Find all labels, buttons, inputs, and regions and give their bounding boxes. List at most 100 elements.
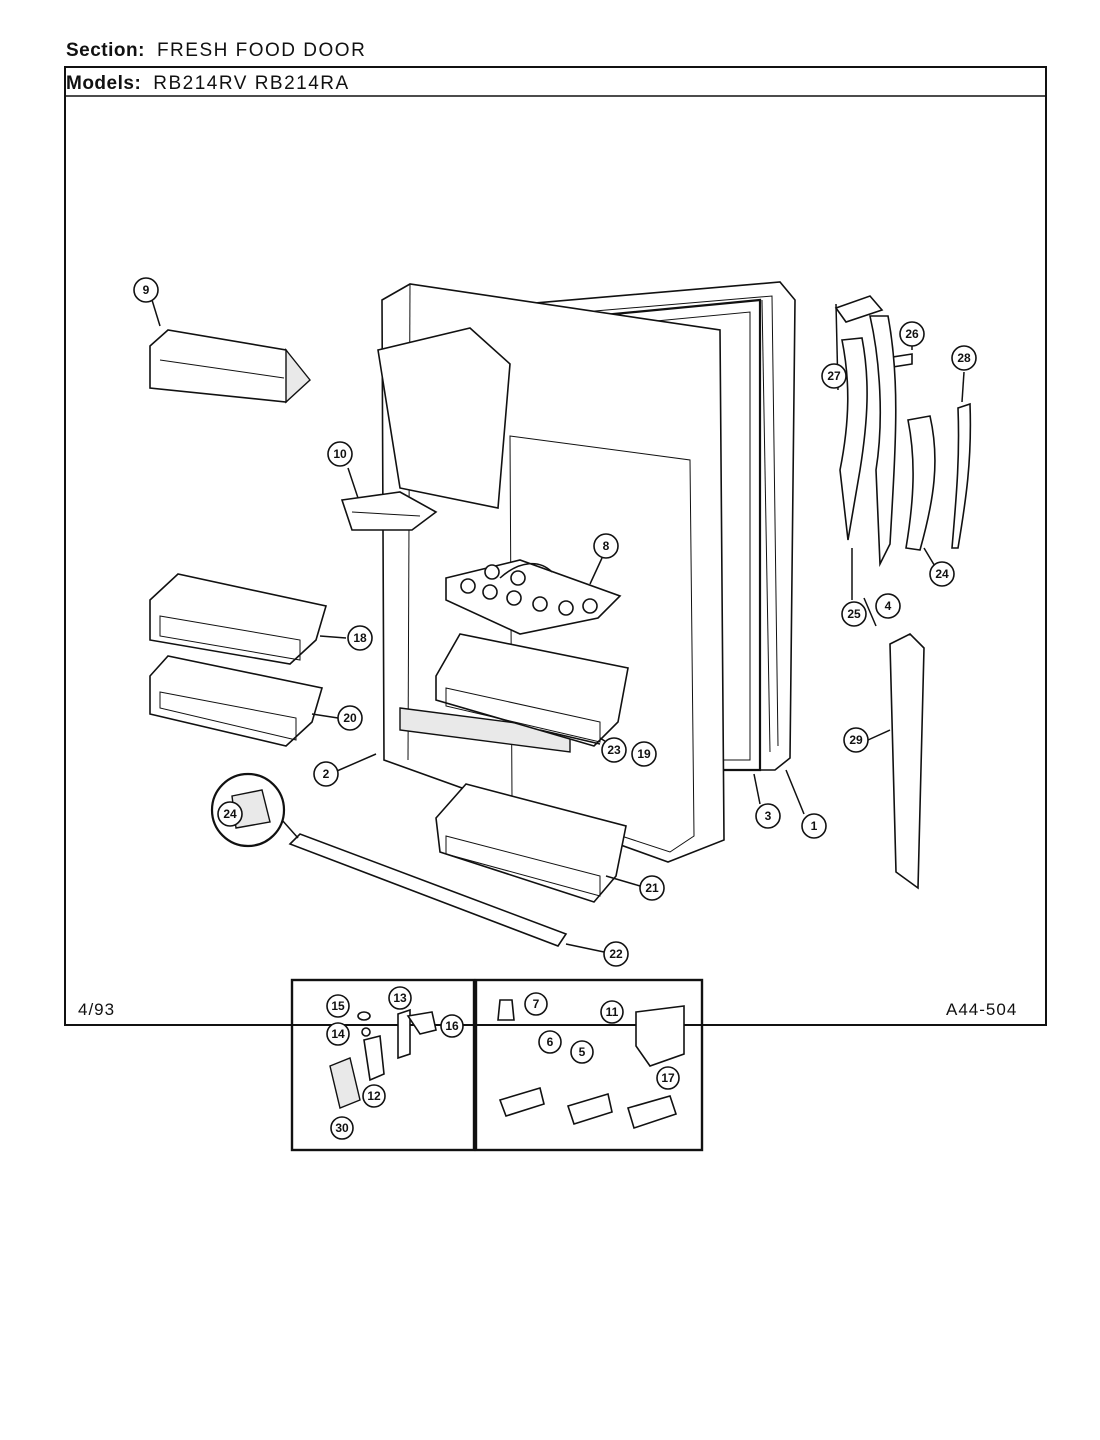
part-30 bbox=[329, 1057, 361, 1109]
callout-4: 4 bbox=[875, 593, 901, 619]
callout-7: 7 bbox=[524, 992, 548, 1016]
callout-label-9: 9 bbox=[143, 283, 150, 297]
footer-date: 4/93 bbox=[78, 1000, 116, 1019]
part-door-bin-20 bbox=[149, 655, 324, 747]
callout-29: 29 bbox=[843, 727, 869, 753]
callout-10: 10 bbox=[327, 441, 353, 467]
callout-label-4: 4 bbox=[885, 599, 892, 613]
callout-label-30: 30 bbox=[335, 1121, 349, 1135]
part-14 bbox=[361, 1027, 371, 1037]
part-13 bbox=[397, 1008, 411, 1060]
callout-label-24-liner: 23 bbox=[607, 743, 621, 757]
callout-25: 25 bbox=[841, 601, 867, 627]
part-trim-28 bbox=[951, 402, 972, 549]
callout-15: 15 bbox=[326, 994, 350, 1018]
callout-label-7: 7 bbox=[533, 997, 540, 1011]
callout-label-15: 15 bbox=[331, 999, 345, 1013]
part-16 bbox=[406, 1011, 437, 1035]
part-trim-24-right bbox=[905, 415, 936, 551]
callout-16: 16 bbox=[440, 1014, 464, 1038]
callout-label-2: 2 bbox=[323, 767, 330, 781]
callout-24-right: 24 bbox=[929, 561, 955, 587]
callout-19: 19 bbox=[631, 741, 657, 767]
callout-label-18: 18 bbox=[353, 631, 367, 645]
callout-18: 18 bbox=[347, 625, 373, 651]
callout-6: 6 bbox=[538, 1030, 562, 1054]
callout-label-13: 13 bbox=[393, 991, 407, 1005]
callout-label-17: 17 bbox=[661, 1071, 675, 1085]
part-12 bbox=[363, 1035, 385, 1082]
models-value: RB214RV RB214RA bbox=[153, 73, 350, 94]
callout-label-14: 14 bbox=[331, 1027, 345, 1041]
hardware-inset-left bbox=[290, 978, 476, 1152]
models-heading: Models: RB214RV RB214RA bbox=[66, 73, 350, 95]
callout-27: 27 bbox=[821, 363, 847, 389]
callout-22: 22 bbox=[603, 941, 629, 967]
callout-label-28: 28 bbox=[957, 351, 971, 365]
callout-9: 9 bbox=[133, 277, 159, 303]
part-handle-29 bbox=[889, 633, 925, 890]
callout-label-26: 26 bbox=[905, 327, 919, 341]
callout-label-8: 8 bbox=[603, 539, 610, 553]
callout-label-29: 29 bbox=[849, 733, 863, 747]
diagram-frame bbox=[64, 66, 1047, 1026]
callout-label-19: 19 bbox=[637, 747, 651, 761]
part-dairy-compartment bbox=[377, 327, 511, 509]
callout-20: 20 bbox=[337, 705, 363, 731]
part-door-bin-19 bbox=[435, 633, 629, 747]
part-7 bbox=[497, 999, 515, 1021]
section-heading: Section: FRESH FOOD DOOR bbox=[66, 40, 366, 62]
callout-8: 8 bbox=[593, 533, 619, 559]
callout-label-11: 11 bbox=[606, 1005, 619, 1019]
part-hinge-strap-25 bbox=[839, 337, 868, 541]
section-value: FRESH FOOD DOOR bbox=[156, 40, 367, 61]
callout-12: 12 bbox=[362, 1084, 386, 1108]
callout-label-20: 20 bbox=[343, 711, 357, 725]
egg-cups bbox=[460, 564, 598, 616]
callout-label-10: 10 bbox=[333, 447, 347, 461]
callout-label-22: 22 bbox=[609, 947, 623, 961]
part-15 bbox=[357, 1011, 371, 1021]
callout-17: 17 bbox=[656, 1066, 680, 1090]
part-shelf-cover-10 bbox=[340, 491, 438, 531]
callout-label-24-right: 24 bbox=[935, 567, 949, 581]
part-17 bbox=[627, 1095, 678, 1130]
callout-label-5: 5 bbox=[579, 1045, 586, 1059]
callout-label-16: 16 bbox=[445, 1019, 459, 1033]
part-egg-tray-8 bbox=[445, 559, 622, 635]
callout-label-3: 3 bbox=[765, 809, 772, 823]
callout-11: 11 bbox=[600, 1000, 624, 1024]
hardware-inset-right bbox=[474, 978, 704, 1152]
callout-label-12: 12 bbox=[367, 1089, 381, 1103]
callout-30: 30 bbox=[330, 1116, 354, 1140]
callout-28: 28 bbox=[951, 345, 977, 371]
part-hinge-27 bbox=[834, 295, 884, 323]
callout-label-27: 27 bbox=[827, 369, 841, 383]
callout-24-liner: 23 bbox=[601, 737, 627, 763]
callout-label-25: 25 bbox=[847, 607, 861, 621]
callout-21: 21 bbox=[639, 875, 665, 901]
callout-1: 1 bbox=[801, 813, 827, 839]
callout-label-23: 24 bbox=[223, 807, 237, 821]
callout-3: 3 bbox=[755, 803, 781, 829]
section-label: Section: bbox=[66, 40, 145, 61]
callout-14: 14 bbox=[326, 1022, 350, 1046]
models-label: Models: bbox=[66, 73, 142, 94]
part-butter-door-9 bbox=[149, 329, 311, 404]
callout-26: 26 bbox=[899, 321, 925, 347]
callout-13: 13 bbox=[388, 986, 412, 1010]
callout-label-6: 6 bbox=[547, 1035, 554, 1049]
callout-label-21: 21 bbox=[645, 881, 659, 895]
callout-23: 24 bbox=[217, 801, 243, 827]
part-11 bbox=[635, 1005, 685, 1067]
callout-label-1: 1 bbox=[811, 819, 818, 833]
part-door-bin-18 bbox=[149, 573, 328, 665]
callout-2: 2 bbox=[313, 761, 339, 787]
part-6 bbox=[498, 1086, 545, 1117]
footer-diagram-code: A44-504 bbox=[946, 1000, 1018, 1019]
part-door-bin-21 bbox=[435, 783, 627, 903]
part-hinge-4 bbox=[868, 315, 897, 568]
part-5 bbox=[566, 1092, 613, 1125]
callout-5: 5 bbox=[570, 1040, 594, 1064]
